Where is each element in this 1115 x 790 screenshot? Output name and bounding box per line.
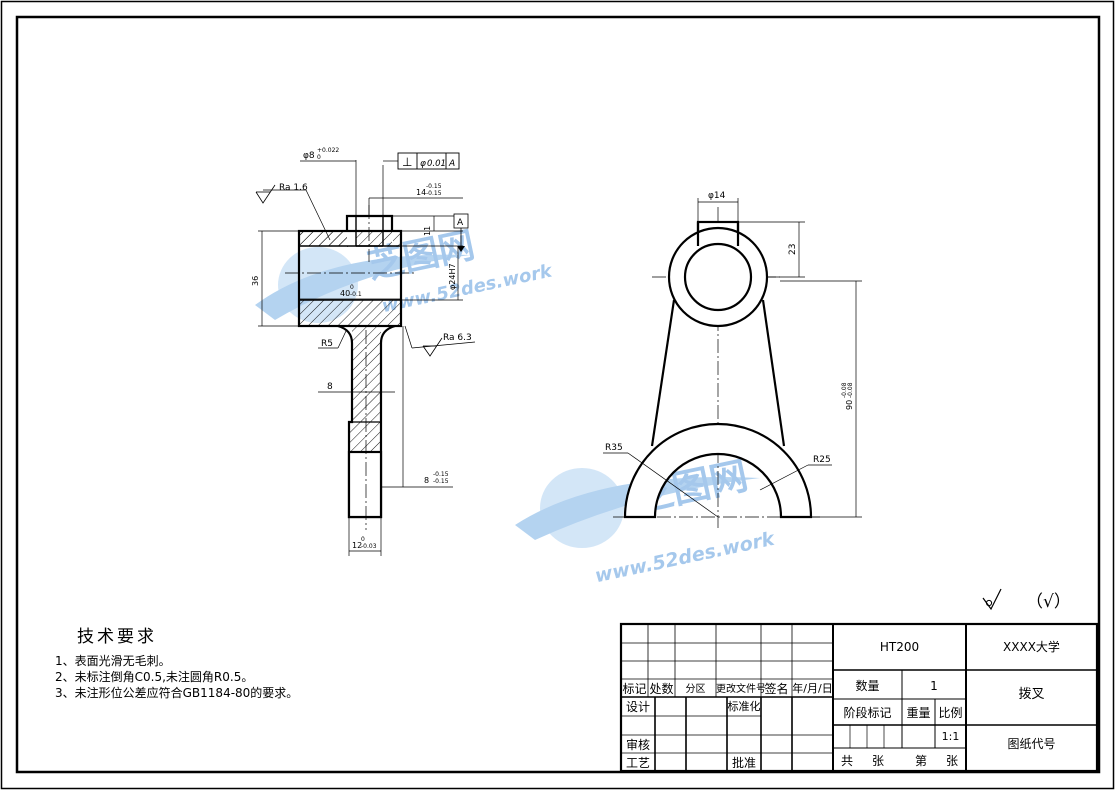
scale-value: 1:1 xyxy=(941,730,960,743)
standard-label: 标准化 xyxy=(727,700,761,713)
rev-header-zone: 分区 xyxy=(685,684,706,695)
side-dim-90-low: -0.08 xyxy=(847,382,854,398)
dim-40-up: 0 xyxy=(350,284,354,291)
side-view: φ14 23 90 -0.08 -0.08 R35 R25 xyxy=(603,191,862,528)
sheet-unit: 张 xyxy=(872,754,885,768)
qty-label: 数量 xyxy=(855,679,880,693)
roughness-other-text: （√） xyxy=(1026,592,1071,612)
tech-requirements-title: 技术要求 xyxy=(77,627,157,647)
dim-40: 40 xyxy=(340,289,350,298)
side-dim-90-up: -0.08 xyxy=(841,382,848,398)
side-dim-phi14: φ14 xyxy=(708,191,726,201)
dim-8b: 8 xyxy=(424,476,429,485)
school-cell: XXXX大学 xyxy=(1003,640,1060,654)
dim-14: 14 xyxy=(416,188,426,197)
datum-a: A xyxy=(457,218,464,228)
dim-36: 36 xyxy=(251,276,260,286)
dim-phi8: φ8 xyxy=(303,151,315,161)
process-label: 工艺 xyxy=(625,756,650,770)
dim-12: 12 xyxy=(352,541,362,550)
check-label: 审核 xyxy=(625,738,650,752)
dim-12-low: -0.03 xyxy=(361,543,377,550)
side-dim-23: 23 xyxy=(788,244,798,255)
dim-11: 11 xyxy=(423,226,432,236)
dim-phi8-low: 0 xyxy=(317,154,321,161)
drawing-no-cell: 图纸代号 xyxy=(1007,737,1056,751)
stage-label: 阶段标记 xyxy=(843,706,892,720)
side-dim-r35: R35 xyxy=(605,443,623,453)
side-dim-90: 90 xyxy=(845,400,854,410)
geo-tol-symbol: ⊥ xyxy=(402,155,412,169)
rev-header-sign: 签名 xyxy=(764,682,789,696)
roughness-other-symbol: （√） xyxy=(982,588,1071,612)
approve-label: 批准 xyxy=(731,756,756,770)
rev-header-doc: 更改文件号 xyxy=(716,684,766,695)
rev-header-mark: 标记 xyxy=(622,682,647,696)
sheet-unit-2: 张 xyxy=(946,754,959,768)
dim-14-low: -0.15 xyxy=(426,190,442,197)
part-name-cell: 拨叉 xyxy=(1018,687,1045,702)
dim-8: 8 xyxy=(327,382,333,392)
geo-tol-diam: φ xyxy=(420,159,426,169)
dim-12-up: 0 xyxy=(361,536,365,543)
watermark-url-2: www.52des.work xyxy=(593,528,778,588)
tech-requirement-item: 1、表面光滑无毛刺。 xyxy=(55,654,171,668)
weight-label: 重量 xyxy=(906,706,931,720)
tech-requirement-item: 2、未标注倒角C0.5,未注圆角R0.5。 xyxy=(55,670,254,684)
side-dim-r25: R25 xyxy=(813,455,831,465)
rev-header-date: 年/月/日 xyxy=(792,682,833,695)
dim-phi24: φ24H7 xyxy=(448,263,457,290)
design-label: 设计 xyxy=(625,700,650,714)
rev-header-count: 处数 xyxy=(649,682,674,696)
scale-label: 比例 xyxy=(938,706,963,720)
roughness-ra63: Ra 6.3 xyxy=(443,333,472,343)
dim-r5: R5 xyxy=(321,339,333,349)
roughness-ra16: Ra 1.6 xyxy=(279,183,308,193)
dim-8b-up: -0.15 xyxy=(433,471,449,478)
material-cell: HT200 xyxy=(879,640,920,654)
front-view: φ8 +0.022 0 ⊥ φ 0.01 A 14 -0.15 -0.15 Ra… xyxy=(251,147,476,556)
geo-tol-frame xyxy=(397,152,460,170)
sheet-label: 第 xyxy=(915,754,928,768)
total-label: 共 xyxy=(841,754,854,768)
geo-tol-datum: A xyxy=(448,159,455,169)
tech-requirement-item: 3、未注形位公差应符合GB1184-80的要求。 xyxy=(55,686,299,700)
dim-14-up: -0.15 xyxy=(426,183,442,190)
dim-40-low: -0.1 xyxy=(350,291,362,298)
tech-requirements: 技术要求 1、表面光滑无毛刺。 2、未标注倒角C0.5,未注圆角R0.5。 3、… xyxy=(55,622,525,701)
qty-value: 1 xyxy=(930,679,938,693)
inner-frame xyxy=(15,15,1101,774)
geo-tol-value: 0.01 xyxy=(427,159,446,169)
dim-8b-low: -0.15 xyxy=(433,478,449,485)
dim-phi8-up: +0.022 xyxy=(317,147,339,154)
title-block xyxy=(619,622,1099,773)
